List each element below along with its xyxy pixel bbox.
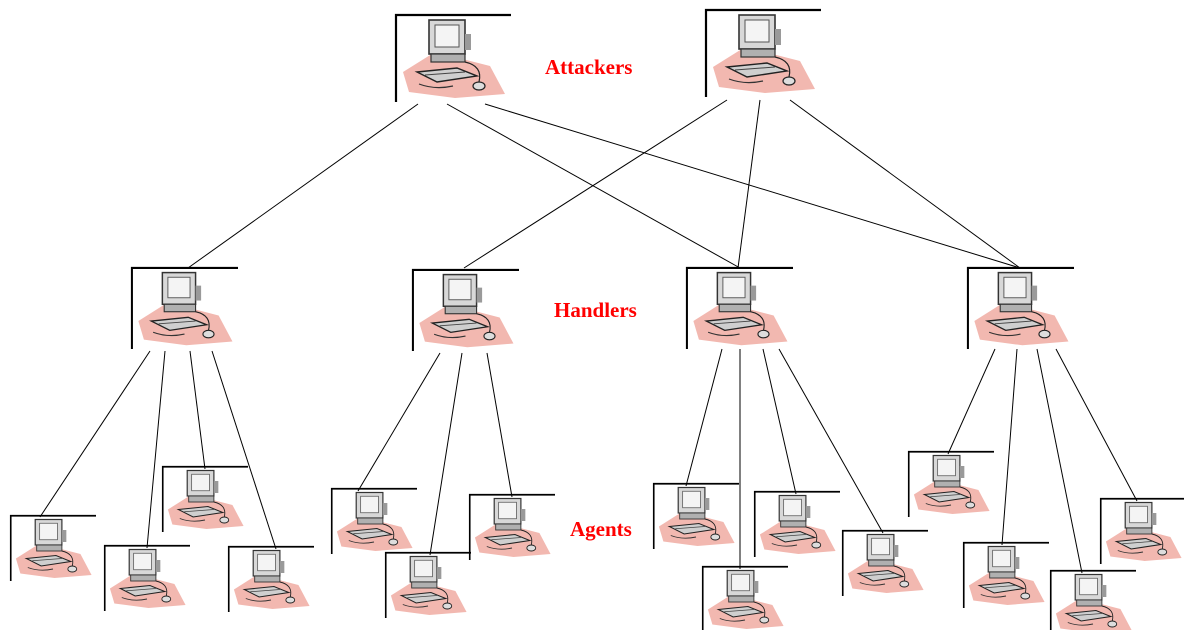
agent-2-computer-icon [103,544,190,611]
connection-line [463,99,728,269]
attacker-2-computer-icon [704,8,821,97]
connection-line [737,99,761,269]
agent-7-computer-icon [468,493,555,560]
agent-10-computer-icon [753,490,840,557]
connection-line [211,350,277,550]
connection-line [789,99,1021,269]
connection-line [146,350,166,549]
handler-2-computer-icon [411,268,520,352]
agent-3-computer-icon [161,465,248,532]
computer-nodes [9,8,1184,630]
connection-line [1055,348,1138,502]
agent-13-computer-icon [962,541,1049,608]
agent-8-computer-icon [652,482,739,549]
agents-label: Agents [570,517,632,541]
handler-3-computer-icon [685,266,794,350]
agent-12-computer-icon [907,450,994,517]
agent-9-computer-icon [701,565,788,630]
connection-line [446,103,741,269]
connection-lines [39,99,1138,574]
agent-14-computer-icon [1049,569,1136,630]
agent-11-computer-icon [841,529,928,596]
connection-line [685,348,723,487]
connection-line [762,348,797,495]
agent-5-computer-icon [330,487,417,554]
agent-4-computer-icon [227,545,314,612]
agent-1-computer-icon [9,514,96,581]
connection-line [486,352,513,498]
connection-line [429,352,463,556]
handler-4-computer-icon [966,266,1075,350]
connection-line [187,103,419,269]
connection-line [357,352,441,492]
connection-line [189,350,206,470]
handler-1-computer-icon [130,266,239,350]
connection-line [484,103,1021,269]
attackers-label: Attackers [545,55,632,79]
connection-line [39,350,151,518]
connection-line [1001,348,1018,546]
attacker-1-computer-icon [394,13,511,102]
connection-line [947,348,996,455]
handlers-label: Handlers [554,298,637,322]
agent-15-computer-icon [1099,497,1184,564]
connection-line [778,348,884,534]
connection-line [1036,348,1083,574]
agent-6-computer-icon [384,551,471,618]
